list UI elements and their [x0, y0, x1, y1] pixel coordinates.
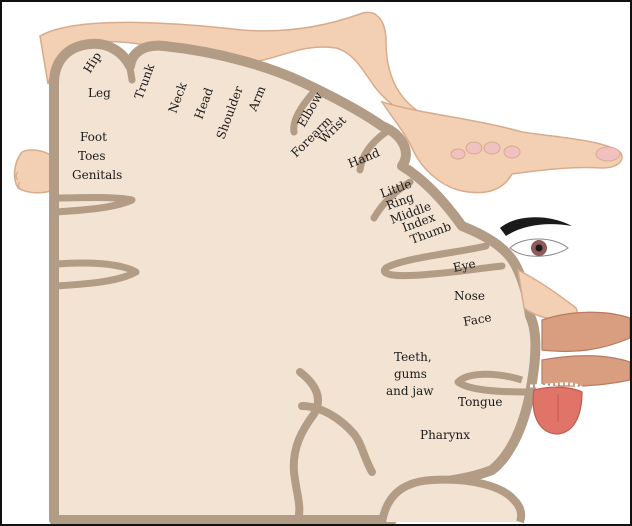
label-pharynx: Pharynx	[420, 428, 470, 442]
cortex-section	[54, 44, 536, 522]
label-toes: Toes	[78, 149, 106, 163]
label-teeth-line3: and jaw	[386, 384, 434, 398]
lips-illustration	[530, 312, 630, 388]
label-teeth-line1: Teeth,	[394, 350, 432, 364]
label-leg: Leg	[88, 86, 111, 100]
tongue-illustration	[533, 387, 582, 434]
label-foot: Foot	[80, 130, 107, 144]
label-genitals: Genitals	[72, 168, 122, 182]
label-teeth-line2: gums	[394, 367, 427, 381]
label-nose: Nose	[454, 289, 485, 303]
label-tongue: Tongue	[458, 395, 503, 409]
